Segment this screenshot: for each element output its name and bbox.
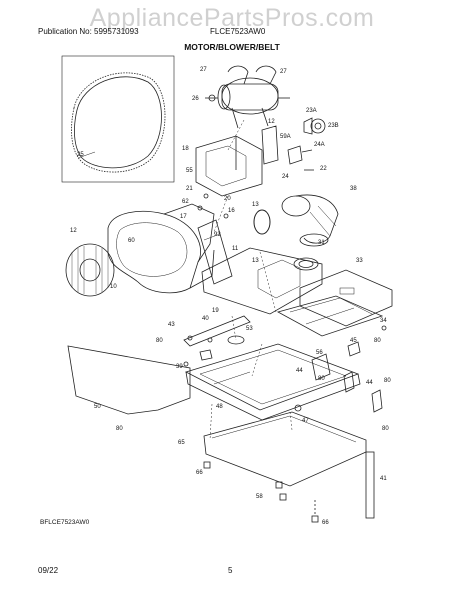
callout-80d: 80 — [384, 378, 391, 384]
part-idler-pulley[interactable] — [303, 117, 326, 135]
part-drum-back-outline[interactable] — [61, 55, 175, 183]
callout-44a: 44 — [296, 368, 303, 374]
callout-27a: 27 — [200, 67, 207, 73]
callout-56: 56 — [316, 350, 323, 356]
part-base-plate[interactable] — [201, 247, 323, 315]
callout-58: 58 — [256, 494, 263, 500]
part-base-pan[interactable] — [203, 411, 367, 487]
part-blower-wheel[interactable] — [65, 243, 115, 297]
callout-13b: 13 — [252, 258, 259, 264]
callout-65: 65 — [178, 440, 185, 446]
part-base-frame[interactable] — [184, 343, 361, 421]
callout-40: 40 — [202, 316, 209, 322]
part-brackets[interactable] — [199, 341, 383, 413]
part-air-duct[interactable] — [197, 219, 233, 285]
part-support-ring[interactable] — [227, 335, 245, 345]
callout-labels: 25 27 27 26 23A 23B 22 24A 59A 12 24 38 … — [70, 67, 391, 526]
callout-38: 38 — [350, 186, 357, 192]
watermark: AppliancePartsPros.com — [89, 4, 375, 32]
callout-17: 17 — [180, 214, 187, 220]
callout-66a: 66 — [196, 470, 203, 476]
callout-44b: 44 — [366, 380, 373, 386]
callout-53: 53 — [246, 326, 253, 332]
callout-43: 43 — [168, 322, 175, 328]
part-motor-mount[interactable] — [195, 125, 279, 197]
callout-13: 13 — [252, 202, 259, 208]
callout-11: 11 — [232, 246, 239, 252]
footer-page-number: 5 — [228, 566, 233, 575]
part-tray[interactable] — [276, 295, 384, 337]
part-side-panel[interactable] — [67, 345, 191, 415]
callout-80c: 80 — [318, 376, 325, 382]
callout-34: 34 — [380, 318, 387, 324]
publication-number: Publication No: 5995731093 — [38, 27, 139, 36]
part-drive-belt[interactable] — [253, 209, 271, 235]
callout-60: 60 — [128, 238, 135, 244]
callout-59a: 59A — [280, 134, 291, 140]
callout-25: 25 — [77, 152, 84, 158]
callout-16: 16 — [228, 208, 235, 214]
part-exhaust-duct[interactable] — [281, 194, 339, 247]
callout-45: 45 — [350, 338, 357, 344]
model-number: FLCE7523AW0 — [210, 27, 266, 36]
callout-50: 50 — [94, 404, 101, 410]
callout-24a: 24A — [314, 142, 325, 148]
callout-21: 21 — [186, 186, 193, 192]
callout-55: 55 — [186, 168, 193, 174]
callout-80b: 80 — [374, 338, 381, 344]
callout-12b: 12 — [70, 228, 77, 234]
callout-26: 26 — [192, 96, 199, 102]
diagram-code: BFLCE7523AW0 — [40, 519, 90, 526]
callout-31: 31 — [318, 240, 325, 246]
callout-23a: 23A — [306, 108, 317, 114]
part-screws[interactable] — [183, 193, 387, 367]
footer-date: 09/22 — [38, 566, 59, 575]
callout-66b: 66 — [322, 520, 329, 526]
diagram-title: MOTOR/BLOWER/BELT — [184, 42, 280, 52]
callout-80a: 80 — [156, 338, 163, 344]
callout-33: 33 — [356, 258, 363, 264]
part-blower-housing[interactable] — [107, 203, 215, 294]
callout-27b: 27 — [280, 69, 287, 75]
callout-24: 24 — [282, 174, 289, 180]
callout-18: 18 — [182, 146, 189, 152]
part-motor[interactable] — [205, 65, 290, 129]
callout-22: 22 — [320, 166, 327, 172]
callout-10: 10 — [110, 284, 117, 290]
callout-19: 19 — [212, 308, 219, 314]
part-strip[interactable] — [365, 451, 375, 519]
leader-lines — [209, 119, 293, 441]
callout-93: 93 — [214, 232, 221, 238]
callout-23b: 23B — [328, 123, 339, 129]
callout-62: 62 — [182, 199, 189, 205]
callout-80e: 80 — [116, 426, 123, 432]
callout-80f: 80 — [382, 426, 389, 432]
callout-39: 39 — [176, 364, 183, 370]
part-rail[interactable] — [183, 315, 251, 347]
callout-20: 20 — [224, 196, 231, 202]
callout-41: 41 — [380, 476, 387, 482]
part-switch[interactable] — [287, 145, 314, 171]
part-leveling-feet[interactable] — [203, 461, 319, 523]
callout-48: 48 — [216, 404, 223, 410]
callout-47: 47 — [302, 418, 309, 424]
callout-12a: 12 — [268, 119, 275, 125]
